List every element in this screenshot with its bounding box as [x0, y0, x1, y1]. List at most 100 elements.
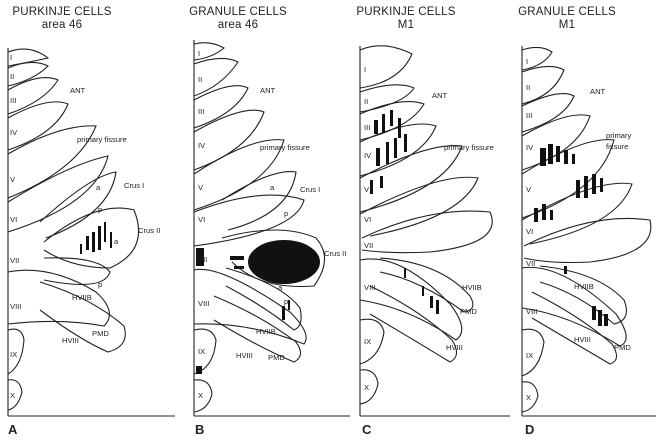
panel-c-label-hviib: HVIIB: [462, 283, 482, 292]
panel-b-lobule-label-ii: II: [198, 75, 202, 84]
panel-d-label-mark: [584, 176, 588, 198]
panel-a-lobule-label-vii: VII: [10, 256, 19, 265]
panel-c-label-mark: [422, 286, 424, 296]
panel-a-label-primary-fissure: primary fissure: [77, 135, 127, 144]
panel-d-label-mark: [534, 208, 538, 222]
panel-c-lobule-label-v: V: [364, 185, 370, 194]
panel-d-label-mark: [604, 314, 608, 326]
panel-b-label-crus1: Crus I: [300, 185, 320, 194]
panel-d-label-mark: [598, 310, 602, 326]
panel-d-lobule-ii: [521, 65, 565, 105]
panel-d-label-mark: [550, 210, 553, 220]
panel-b-label-ant: ANT: [260, 86, 276, 95]
panel-a-label-mark: [104, 222, 106, 242]
panel-c-label-mark: [436, 300, 439, 314]
panel-a-lobule-label-vi: VI: [10, 215, 17, 224]
panel-a-diagram: I II III IV V VI VII VIII IX X ANT prima…: [7, 48, 175, 417]
panel-c-lobule-ii: [359, 84, 415, 113]
panel-a-lobule-ii: [7, 61, 49, 87]
panel-a-label-crus2: Crus II: [138, 226, 160, 235]
panel-c-label-mark: [376, 148, 380, 166]
panel-c-lobule-label-ix: IX: [364, 337, 371, 346]
panel-d-label-mark: [592, 306, 596, 320]
panel-c-letter: C: [362, 422, 372, 437]
panel-b-crus2-labeling: [248, 240, 320, 284]
panel-c-label-mark: [404, 134, 407, 152]
panel-b-crus1: [221, 171, 297, 231]
panel-d-label-mark: [564, 150, 568, 164]
panel-c-label-mark: [404, 268, 406, 278]
panel-d-lobule-label-vi: VI: [526, 227, 533, 236]
panel-d-title: GRANULE CELLS M1: [507, 6, 627, 32]
panel-a-lobule-label-iii: III: [10, 96, 16, 105]
panel-b-label-pmd: PMD: [268, 353, 285, 362]
panel-d-label-pmd: PMD: [614, 343, 631, 352]
panel-a-label-pmd: PMD: [92, 329, 109, 338]
panel-b-label-primary-fissure: primary fissure: [260, 143, 310, 152]
panel-b-lobule-ii: [193, 57, 239, 97]
panel-b-title-line1: GRANULE CELLS: [189, 6, 287, 18]
panel-a-label-ant: ANT: [70, 86, 86, 95]
panel-d-lobule-iii: [521, 93, 575, 133]
panel-d-hviii: [531, 291, 618, 365]
panel-b-lobule-vi: [193, 194, 305, 247]
panel-c-label-mark: [430, 296, 433, 308]
panel-b-lobule-label-vii: VII: [198, 255, 207, 264]
panel-a-crus2: [43, 207, 139, 269]
panel-d-lobule-label-v: V: [526, 185, 532, 194]
panel-d-lobule-x: [521, 381, 539, 413]
panel-b-label-mark: [196, 366, 202, 374]
panel-b-lobule-i: [193, 42, 225, 61]
panel-c-lobule-v: [359, 145, 463, 213]
panel-c-lobule-label-iii: III: [364, 123, 370, 132]
panel-b-title-line2: area 46: [217, 19, 259, 31]
panel-a-lobule-v: [7, 125, 97, 199]
panel-d-lobule-label-iv: IV: [526, 143, 534, 152]
panel-c-hviib: [379, 257, 474, 313]
panel-d-lobule-label-iii: III: [526, 111, 532, 120]
panel-b-lobule-viii: [193, 268, 307, 345]
panel-d-lobule-label-ix: IX: [526, 351, 533, 360]
panel-c-lobule-iv: [359, 123, 437, 177]
panel-d-title-line1: GRANULE CELLS: [518, 6, 616, 18]
panel-a-label-p2: p: [98, 280, 102, 289]
panel-d-label-mark: [556, 146, 560, 162]
panel-d-label-primary-fissure-1: primary: [606, 131, 632, 140]
panel-a-label-hviib: HVIIB: [72, 293, 92, 302]
panel-b-label-hviii: HVIII: [236, 351, 253, 360]
panel-b-lobule-label-viii: VIII: [198, 299, 209, 308]
panel-d-lobule-i: [521, 46, 553, 71]
panel-b-lobule-x: [193, 379, 213, 413]
panel-d-label-ant: ANT: [590, 87, 606, 96]
panel-b-label-hviib: HVIIB: [256, 327, 276, 336]
panel-b-lobule-label-iii: III: [198, 107, 204, 116]
panel-b-lobule-label-v: V: [198, 183, 204, 192]
panel-c-diagram: I II III IV V VI VII VIII IX X ANT prima…: [359, 45, 510, 417]
panel-d-label-mark: [592, 174, 596, 194]
panel-b-lobule-v: [193, 139, 285, 211]
panel-c-label-mark: [398, 118, 401, 138]
panel-c-lobule-vii: [361, 210, 493, 254]
panel-a-lobule-vi: [7, 155, 109, 233]
panel-b-label-a1: a: [270, 183, 275, 192]
panel-c-hviii: [369, 285, 458, 363]
panel-d-lobule-ix: [521, 328, 545, 377]
panel-a-label-mark: [80, 244, 82, 254]
panel-b-label-mark: [234, 266, 244, 269]
panel-d-letter: D: [525, 422, 535, 437]
panel-b-hviib: [225, 267, 302, 331]
panel-c-lobule-label-viii: VIII: [364, 283, 375, 292]
panel-b-label-crus2: Crus II: [324, 249, 346, 258]
panel-c-lobule-viii: [359, 258, 463, 341]
panel-c-lobule-label-iv: IV: [364, 151, 372, 160]
panel-d-lobule-label-viii: VIII: [526, 307, 537, 316]
panel-b-label-mark: [230, 256, 244, 260]
panel-b-hviii: [213, 295, 302, 363]
panel-a-title: PURKINJE CELLS area 46: [2, 6, 122, 32]
panel-d-lobule-label-ii: II: [526, 83, 530, 92]
panel-b-label-mark: [282, 306, 285, 320]
panel-b-lobule-label-vi: VI: [198, 215, 205, 224]
panel-a-title-line2: area 46: [41, 19, 83, 31]
panel-c-label-mark: [374, 120, 378, 134]
